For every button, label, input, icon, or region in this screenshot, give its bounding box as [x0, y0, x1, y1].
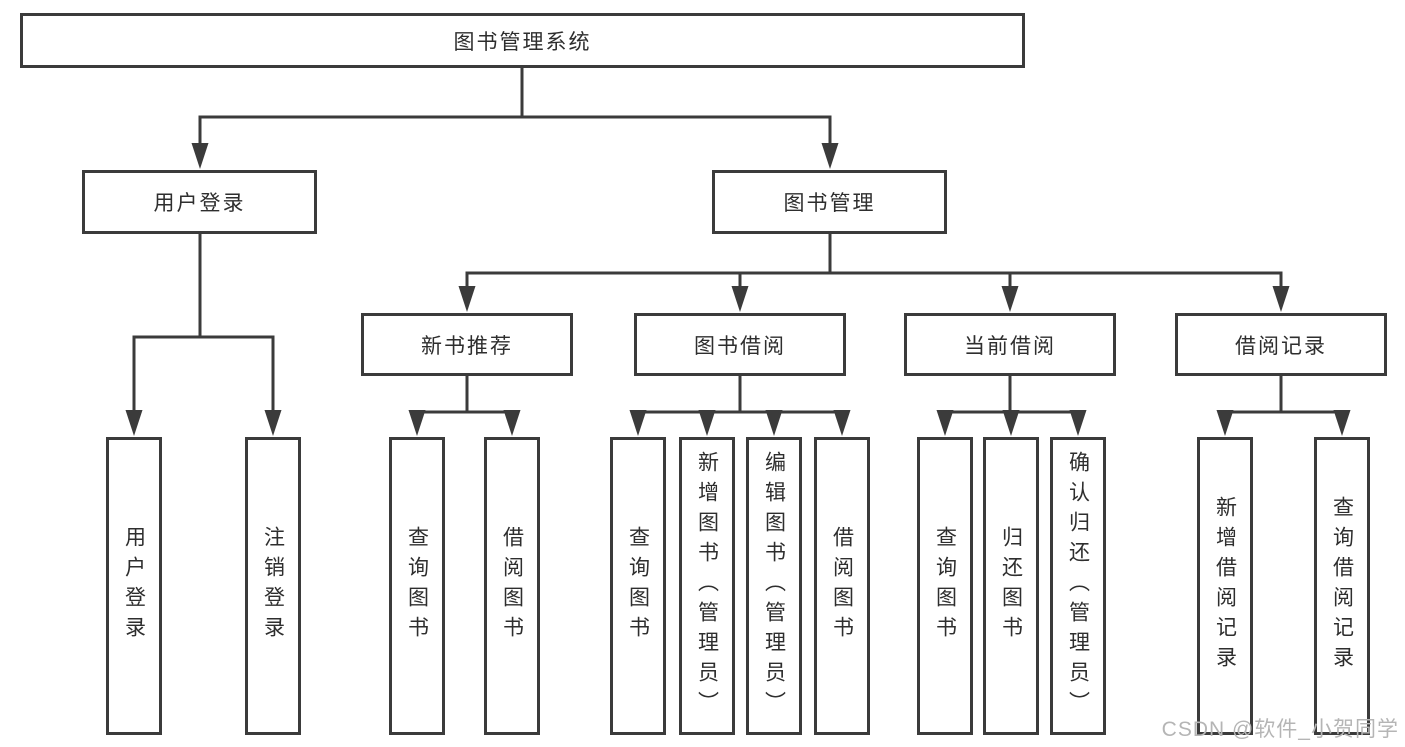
node-label: 确认归还（管理员）: [1066, 451, 1090, 721]
node-book-borrow: 图书借阅: [634, 313, 846, 376]
node-label: 查询图书: [405, 526, 429, 646]
node-book-management-branch: 图书管理: [712, 170, 947, 234]
node-label: 当前借阅: [964, 334, 1056, 358]
node-label: 查询图书: [933, 526, 957, 646]
leaf-user-login: 用户登录: [106, 437, 162, 735]
node-label: 新增借阅记录: [1213, 496, 1237, 676]
node-current-borrow: 当前借阅: [904, 313, 1116, 376]
node-label: 归还图书: [999, 526, 1023, 646]
leaf-logout: 注销登录: [245, 437, 301, 735]
node-user-login-branch: 用户登录: [82, 170, 317, 234]
leaf-query-borrow-record: 查询借阅记录: [1314, 437, 1370, 735]
leaf-query-books-recommend: 查询图书: [389, 437, 445, 735]
watermark: CSDN @软件_小贺同学: [1161, 718, 1399, 741]
node-label: 用户登录: [153, 192, 246, 215]
node-label: 查询图书: [626, 526, 650, 646]
leaf-edit-book-admin: 编辑图书（管理员）: [746, 437, 802, 735]
node-label: 图书管理: [783, 192, 876, 215]
leaf-return-book: 归还图书: [983, 437, 1039, 735]
node-label: 图书管理系统: [453, 30, 592, 54]
node-label: 图书借阅: [694, 334, 786, 358]
node-label: 借阅图书: [500, 526, 524, 646]
leaf-query-books-current: 查询图书: [917, 437, 973, 735]
node-label: 新书推荐: [421, 334, 513, 358]
node-root-system: 图书管理系统: [20, 13, 1025, 68]
node-label: 注销登录: [261, 526, 285, 646]
node-label: 查询借阅记录: [1330, 496, 1354, 676]
node-label: 用户登录: [122, 526, 146, 646]
leaf-borrow-books-recommend: 借阅图书: [484, 437, 540, 735]
leaf-add-borrow-record: 新增借阅记录: [1197, 437, 1253, 735]
node-label: 借阅记录: [1235, 334, 1327, 358]
leaf-borrow-books: 借阅图书: [814, 437, 870, 735]
leaf-query-books-borrow: 查询图书: [610, 437, 666, 735]
node-label: 借阅图书: [830, 526, 854, 646]
leaf-confirm-return-admin: 确认归还（管理员）: [1050, 437, 1106, 735]
node-new-book-recommend: 新书推荐: [361, 313, 573, 376]
leaf-add-book-admin: 新增图书（管理员）: [679, 437, 735, 735]
node-label: 编辑图书（管理员）: [762, 451, 786, 721]
node-label: 新增图书（管理员）: [695, 451, 719, 721]
node-borrow-records: 借阅记录: [1175, 313, 1387, 376]
